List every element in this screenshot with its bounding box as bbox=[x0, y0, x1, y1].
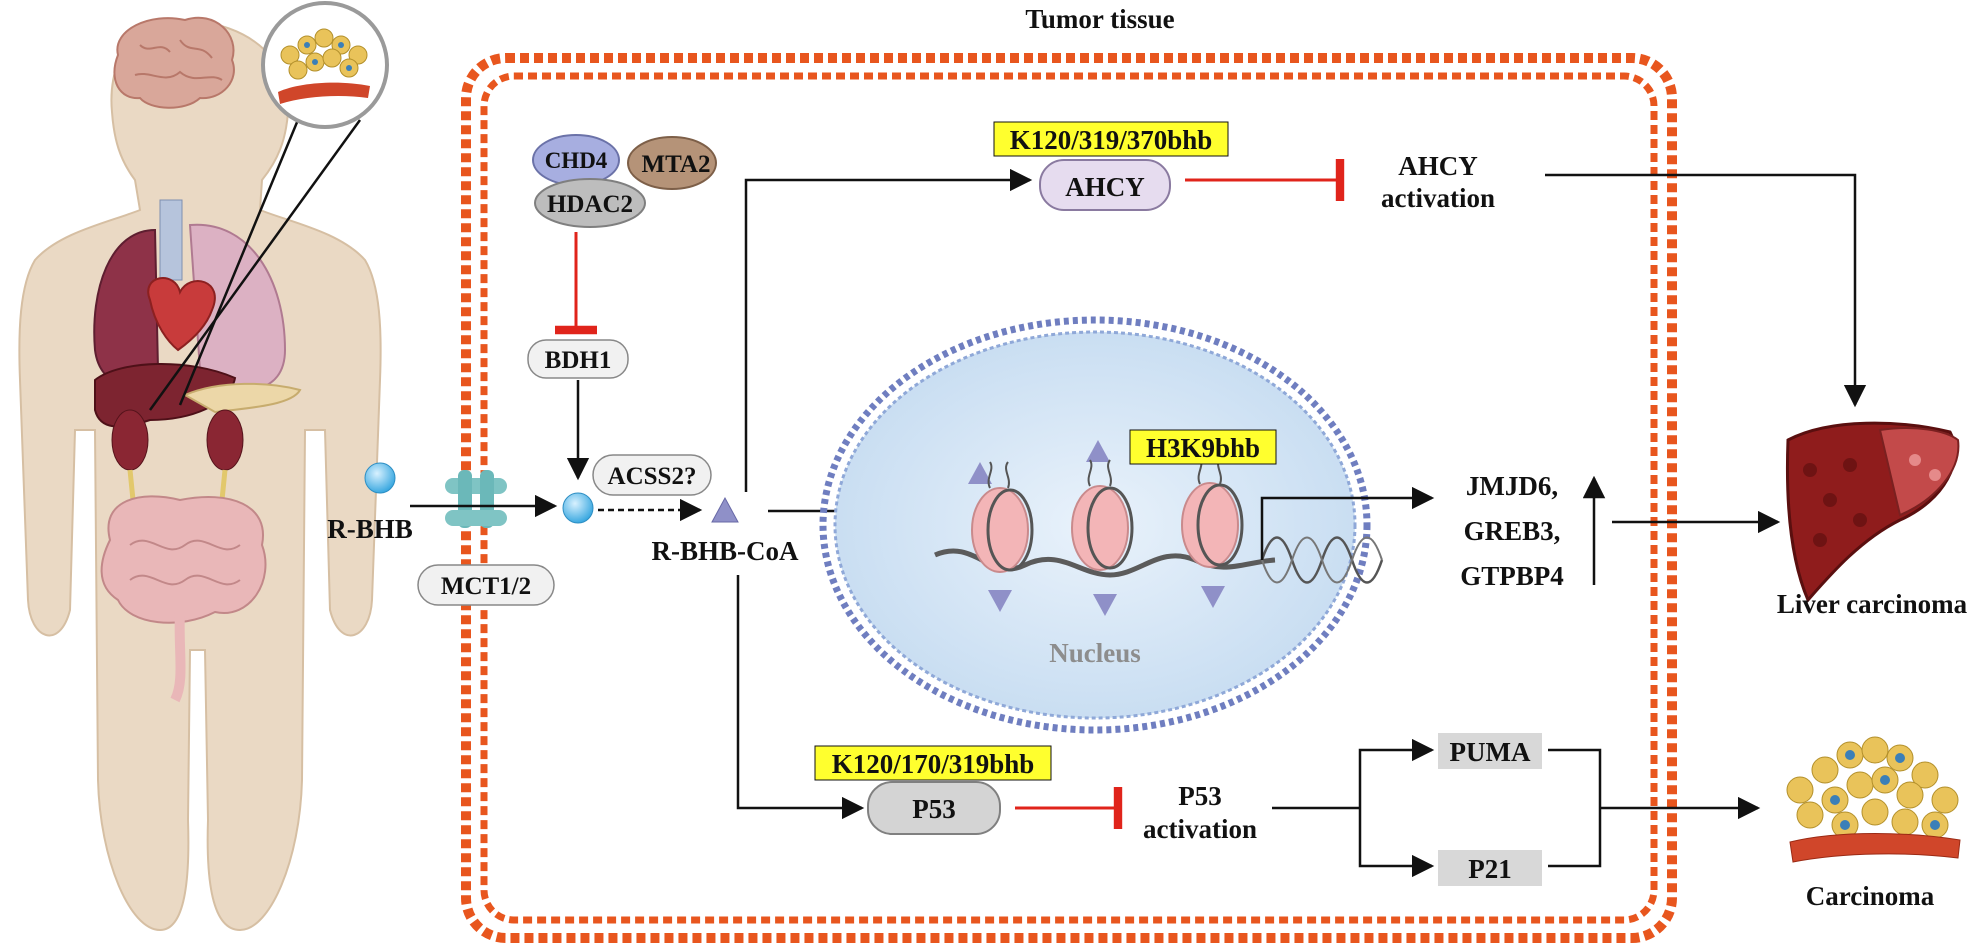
h3k9-badge bbox=[1129, 429, 1277, 465]
p21-node bbox=[1438, 850, 1542, 886]
hdac2-label: HDAC2 bbox=[547, 191, 633, 218]
p21-label: P21 bbox=[1468, 854, 1512, 884]
puma-node bbox=[1438, 733, 1542, 769]
right-kidney-icon bbox=[206, 409, 244, 471]
rbhb-molecule-inside bbox=[562, 492, 594, 524]
brain-icon bbox=[113, 16, 235, 109]
p53-node bbox=[867, 781, 1001, 835]
rbhb-coa-to-p53-arrow bbox=[736, 575, 865, 820]
ahcy-activation-label-line2: activation bbox=[1381, 183, 1495, 213]
heart-icon bbox=[147, 277, 216, 352]
rbhb-coa-triangle-icon bbox=[711, 496, 739, 523]
p53-site-badge bbox=[814, 745, 1052, 781]
pancreas-icon bbox=[182, 382, 302, 414]
nucleus-label: Nucleus bbox=[1049, 638, 1141, 668]
nucleosome-2 bbox=[1071, 440, 1134, 616]
p53-label: P53 bbox=[912, 794, 956, 824]
ahcy-to-liver-arrow bbox=[1545, 173, 1867, 408]
gene-jmjd6: JMJD6, bbox=[1466, 471, 1558, 501]
p53-site-label: K120/170/319bhb bbox=[832, 749, 1035, 779]
ahcy-site-badge bbox=[993, 121, 1229, 157]
rbhb-label: R-BHB bbox=[327, 514, 413, 544]
gene-greb3: GREB3, bbox=[1464, 516, 1561, 546]
acss2-node bbox=[592, 454, 712, 496]
transcription-arrow bbox=[1260, 486, 1435, 560]
carcinoma-cluster-icon bbox=[1786, 736, 1961, 863]
liver-carcinoma-label: Liver carcinoma bbox=[1777, 589, 1968, 619]
mct-transporter-icon bbox=[445, 470, 507, 528]
p53-to-puma-arrow bbox=[1358, 738, 1435, 808]
p53-activation-label-line1: P53 bbox=[1178, 781, 1222, 811]
diagram-title: Tumor tissue bbox=[1025, 4, 1174, 34]
tumor-cluster-icon bbox=[278, 28, 370, 104]
intestine-icon bbox=[100, 495, 267, 624]
mct-node bbox=[417, 564, 555, 606]
p53-activation-label-line2: activation bbox=[1143, 814, 1257, 844]
puma-p21-merge bbox=[1548, 748, 1602, 868]
acss2-label: ACSS2? bbox=[608, 463, 697, 490]
ahcy-node bbox=[1039, 159, 1171, 211]
ahcy-site-label: K120/319/370bhb bbox=[1010, 125, 1213, 155]
trachea-icon bbox=[159, 199, 183, 281]
gene-gtpbp4: GTPBP4 bbox=[1460, 561, 1564, 591]
nucleosome-1 bbox=[968, 461, 1034, 612]
carcinoma-label: Carcinoma bbox=[1806, 881, 1935, 911]
bdh1-label: BDH1 bbox=[545, 347, 612, 374]
liver-carcinoma-icon bbox=[1786, 421, 1960, 603]
ahcy-label: AHCY bbox=[1065, 172, 1145, 202]
p53-to-p21-arrow bbox=[1358, 808, 1435, 878]
mta2-node bbox=[627, 136, 717, 190]
rbhb-molecule-outside bbox=[364, 462, 396, 494]
chd4-label: CHD4 bbox=[545, 148, 608, 173]
rbhb-coa-to-ahcy-arrow bbox=[744, 168, 1033, 492]
hdac2-node bbox=[534, 178, 646, 228]
ahcy-activation-label-line1: AHCY bbox=[1398, 151, 1478, 181]
mta2-label: MTA2 bbox=[642, 151, 711, 178]
h3k9-label: H3K9bhb bbox=[1146, 433, 1260, 463]
tumor-magnifier-callout bbox=[148, 1, 389, 411]
left-kidney-icon bbox=[111, 409, 149, 471]
chd4-mta2-hdac2-complex: CHD4 MTA2 HDAC2 bbox=[532, 134, 717, 228]
puma-label: PUMA bbox=[1450, 737, 1531, 767]
human-body-illustration bbox=[18, 16, 382, 932]
rbhb-coa-label: R-BHB-CoA bbox=[652, 536, 799, 566]
body-silhouette bbox=[18, 18, 382, 932]
nucleosome-3 bbox=[1181, 457, 1244, 608]
mct-label: MCT1/2 bbox=[441, 573, 531, 600]
bdh1-node bbox=[527, 339, 629, 379]
